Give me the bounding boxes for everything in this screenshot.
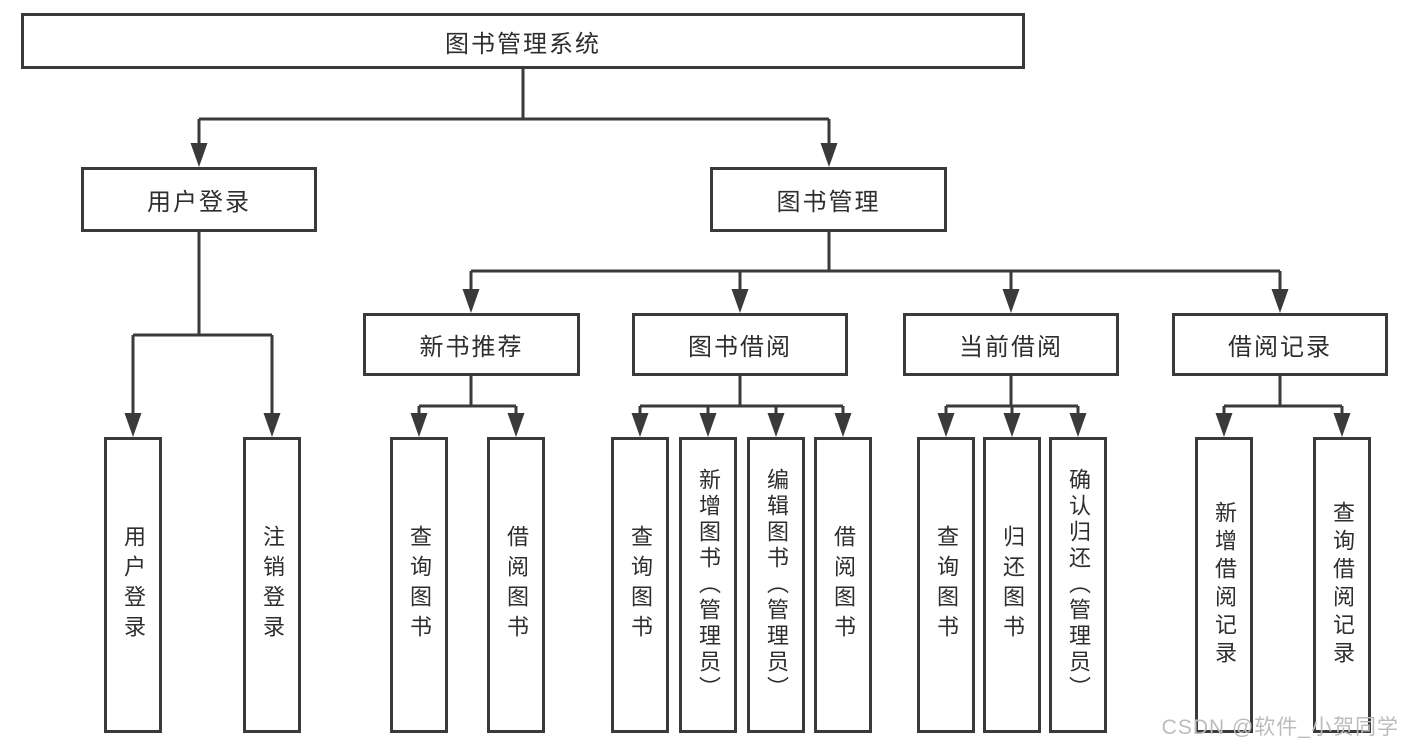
leaf-add-books-admin-label: 新增图书（管理员） (696, 468, 721, 702)
leaf-confirm-return-admin: 确认归还（管理员） (1049, 437, 1107, 733)
node-book-borrow: 图书借阅 (632, 313, 848, 376)
leaf-query-books-recommend-label: 查询图书 (407, 525, 432, 645)
leaf-query-books-borrow-label: 查询图书 (628, 525, 653, 645)
arrowhead (767, 413, 785, 437)
node-borrow-records: 借阅记录 (1172, 313, 1388, 376)
node-book-management-label: 图书管理 (776, 189, 881, 216)
leaf-add-borrow-record: 新增借阅记录 (1195, 437, 1253, 733)
leaf-return-books: 归还图书 (983, 437, 1041, 733)
edge-records-to-leaves (1222, 376, 1344, 416)
arrowhead (190, 143, 208, 167)
node-user-login-label: 用户登录 (147, 189, 251, 216)
arrowhead (1069, 413, 1087, 437)
arrowhead (410, 413, 428, 437)
leaf-borrow-books: 借阅图书 (814, 437, 872, 733)
arrowhead (631, 413, 649, 437)
node-new-book-recommend: 新书推荐 (363, 313, 580, 376)
leaf-user-login-label: 用户登录 (121, 525, 146, 645)
leaf-borrow-books-recommend-label: 借阅图书 (504, 525, 529, 645)
leaf-add-books-admin: 新增图书（管理员） (679, 437, 737, 733)
node-root-label: 图书管理系统 (445, 30, 601, 58)
arrowhead (462, 289, 480, 313)
edge-current-to-leaves (944, 376, 1080, 416)
arrowhead (507, 413, 525, 437)
node-book-borrow-label: 图书借阅 (688, 334, 792, 361)
node-current-borrow-label: 当前借阅 (959, 334, 1063, 361)
leaf-edit-books-admin: 编辑图书（管理员） (747, 437, 805, 733)
arrowhead (263, 413, 281, 437)
leaf-query-books-current-label: 查询图书 (934, 525, 959, 645)
leaf-query-books-current: 查询图书 (917, 437, 975, 733)
leaf-query-borrow-record-label: 查询借阅记录 (1330, 501, 1355, 669)
node-new-book-recommend-label: 新书推荐 (419, 334, 524, 361)
leaf-query-borrow-record: 查询借阅记录 (1313, 437, 1371, 733)
arrowhead (124, 413, 142, 437)
leaf-borrow-books-label: 借阅图书 (831, 525, 856, 645)
arrowhead (699, 413, 717, 437)
node-root: 图书管理系统 (21, 13, 1025, 69)
leaf-logout: 注销登录 (243, 437, 301, 733)
leaf-borrow-books-recommend: 借阅图书 (487, 437, 545, 733)
edge-login-to-leaves (131, 232, 274, 415)
leaf-edit-books-admin-label: 编辑图书（管理员） (764, 468, 789, 702)
node-book-management: 图书管理 (710, 167, 947, 232)
arrowhead (1333, 413, 1351, 437)
leaf-logout-label: 注销登录 (260, 525, 285, 645)
arrowhead (1003, 413, 1021, 437)
edge-root-to-level1 (197, 69, 831, 145)
arrowhead (937, 413, 955, 437)
leaf-user-login: 用户登录 (104, 437, 162, 733)
edge-recommend-to-leaves (417, 376, 518, 416)
arrowhead (820, 143, 838, 167)
node-borrow-records-label: 借阅记录 (1228, 334, 1332, 361)
edge-borrow-to-leaves (638, 376, 845, 416)
leaf-query-books-recommend: 查询图书 (390, 437, 448, 733)
node-current-borrow: 当前借阅 (903, 313, 1119, 376)
node-user-login: 用户登录 (81, 167, 317, 232)
watermark: CSDN @软件_小贺同学 (1161, 716, 1399, 739)
leaf-query-books-borrow: 查询图书 (611, 437, 669, 733)
leaf-add-borrow-record-label: 新增借阅记录 (1212, 501, 1237, 669)
arrowhead (731, 289, 749, 313)
arrowhead (1271, 289, 1289, 313)
arrowhead (1002, 289, 1020, 313)
arrowhead (834, 413, 852, 437)
arrowheads (124, 143, 1351, 437)
arrowhead (1215, 413, 1233, 437)
edge-mgmt-to-level2 (469, 232, 1282, 291)
leaf-confirm-return-admin-label: 确认归还（管理员） (1066, 468, 1091, 702)
leaf-return-books-label: 归还图书 (1000, 525, 1025, 645)
